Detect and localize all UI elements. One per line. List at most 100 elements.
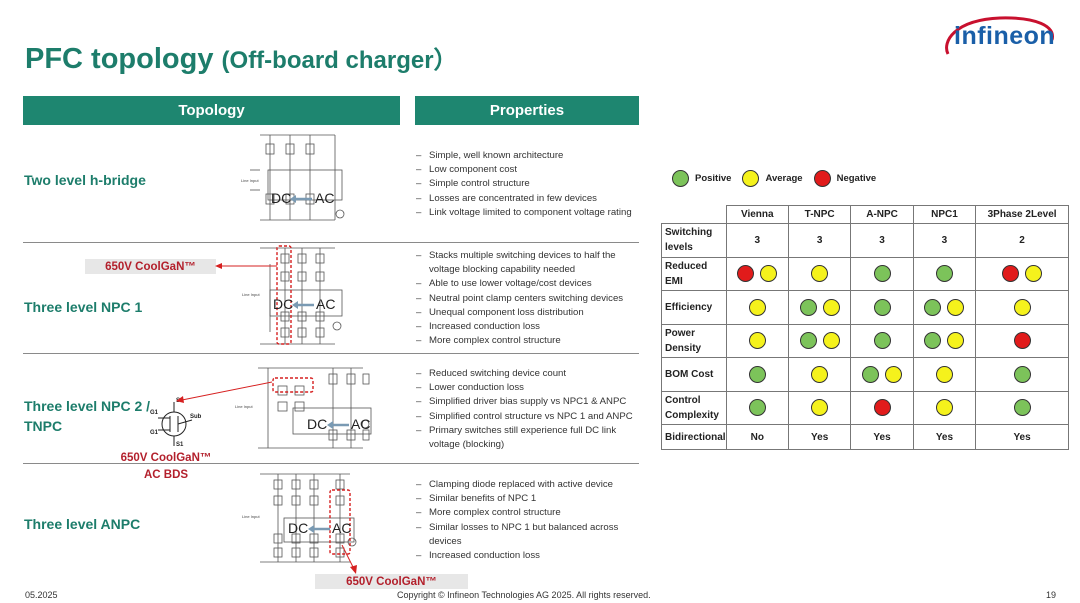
- row-header: Bidirectional: [661, 424, 727, 450]
- yellow-dot-icon: [811, 399, 829, 417]
- row-header: Power Density: [661, 323, 727, 358]
- property-item: Increased conduction loss: [416, 549, 631, 563]
- rating-cell: [912, 256, 977, 291]
- red-arrow-icon: [341, 545, 357, 574]
- column-header: A-NPC: [850, 205, 914, 224]
- rating-cell: [725, 357, 789, 392]
- table-cell: Yes: [975, 424, 1069, 450]
- footer-copyright: Copyright © Infineon Technologies AG 202…: [397, 590, 651, 600]
- property-item: More complex control structure: [416, 334, 628, 348]
- rating-legend: Positive Average Negative: [672, 170, 887, 187]
- property-item: Low component cost: [416, 163, 632, 177]
- bds-g1-label: G1: [150, 430, 159, 436]
- legend-item-positive: Positive: [672, 170, 731, 187]
- ac-label: AC: [315, 190, 335, 206]
- property-item: Reduced switching device count: [416, 367, 638, 381]
- coolgan-label-anpc: 650V CoolGaN™: [315, 574, 468, 589]
- property-item: Simplified driver bias supply vs NPC1 & …: [416, 395, 638, 409]
- property-item: Primary switches still experience full D…: [416, 424, 638, 452]
- table-cell: Yes: [912, 424, 977, 450]
- rating-cell: [975, 357, 1069, 392]
- properties-list-two-level: Simple, well known architecture Low comp…: [416, 149, 632, 220]
- legend-item-average: Average: [742, 170, 803, 187]
- properties-list-npc1: Stacks multiple switching devices to hal…: [416, 249, 628, 349]
- logo-swoosh-icon: [945, 16, 1054, 55]
- table-cell: No: [725, 424, 789, 450]
- footer-date: 05.2025: [25, 590, 58, 600]
- row-header: Efficiency: [661, 290, 727, 325]
- green-dot-icon: [924, 332, 942, 350]
- legend-item-negative: Negative: [813, 170, 876, 187]
- table-cell: Yes: [787, 424, 852, 450]
- row-header: Switching levels: [661, 223, 727, 258]
- rating-cell: [787, 323, 852, 358]
- dc-label: DC: [273, 296, 294, 312]
- table-cell: Yes: [850, 424, 914, 450]
- property-item: Unequal component loss distribution: [416, 306, 628, 320]
- row-divider: [23, 353, 639, 354]
- rating-cell: [912, 290, 977, 325]
- slide-title-sub: (Off-board charger）: [221, 47, 458, 74]
- property-item: Increased conduction loss: [416, 320, 628, 334]
- green-dot-icon: [873, 332, 891, 350]
- ac-label: AC: [316, 296, 336, 312]
- yellow-dot-icon: [1025, 265, 1043, 283]
- svg-text:Line Input: Line Input: [242, 514, 260, 519]
- yellow-dot-icon: [935, 399, 953, 417]
- table-cell: 3: [850, 223, 914, 258]
- ac-label: AC: [332, 520, 352, 536]
- yellow-dot-icon: [748, 298, 766, 316]
- green-dot-icon: [862, 365, 880, 383]
- property-item: Losses are concentrated in few devices: [416, 192, 632, 206]
- red-dot-icon: [873, 399, 891, 417]
- dc-label: DC: [307, 416, 328, 432]
- table-row: Control Complexity: [661, 390, 1069, 425]
- row-divider: [23, 463, 639, 464]
- rating-cell: [850, 256, 914, 291]
- green-dot-icon: [873, 265, 891, 283]
- green-dot-icon: [873, 298, 891, 316]
- coolgan-label-npc1: 650V CoolGaN™: [85, 259, 216, 274]
- green-dot-icon: [799, 332, 817, 350]
- red-dot-icon: [1013, 332, 1031, 350]
- rating-cell: [850, 357, 914, 392]
- column-header: NPC1: [912, 205, 977, 224]
- rating-cell: [787, 357, 852, 392]
- table-row: Reduced EMI: [661, 256, 1069, 291]
- schematic-tnpc: Line Input: [233, 360, 373, 452]
- rating-cell: [725, 290, 789, 325]
- rating-cell: [850, 290, 914, 325]
- red-arrow-icon: [176, 381, 273, 403]
- table-row: Power Density: [661, 323, 1069, 358]
- table-row: BOM Cost: [661, 357, 1069, 392]
- infineon-logo: infineon: [940, 14, 1060, 62]
- dc-label: DC: [271, 190, 292, 206]
- schematic-npc1: Line Input: [240, 244, 352, 348]
- green-dot-icon: [1013, 399, 1031, 417]
- bds-g2-label: G1: [150, 410, 159, 416]
- yellow-dot-icon: [935, 365, 953, 383]
- yellow-dot-icon: [885, 365, 903, 383]
- property-item: Neutral point clamp centers switching de…: [416, 292, 628, 306]
- row-header: Reduced EMI: [661, 256, 727, 291]
- footer-page-number: 19: [1046, 590, 1057, 600]
- coolgan-label-tnpc-line2: AC BDS: [143, 469, 189, 481]
- comparison-table: Vienna T-NPC A-NPC NPC1 3Phase 2Level Sw…: [661, 205, 1069, 450]
- column-header: Vienna: [725, 205, 789, 224]
- coolgan-label-tnpc: 650V CoolGaN™ AC BDS: [108, 450, 224, 484]
- green-dot-icon: [1013, 365, 1031, 383]
- table-cell: 3: [725, 223, 789, 258]
- rating-cell: [787, 390, 852, 425]
- svg-text:Line Input: Line Input: [241, 178, 259, 183]
- property-item: Able to use lower voltage/cost devices: [416, 277, 628, 291]
- rating-cell: [975, 256, 1069, 291]
- svg-text:Line Input: Line Input: [235, 404, 253, 409]
- yellow-dot-icon: [742, 170, 760, 187]
- property-item: Similar benefits of NPC 1: [416, 492, 631, 506]
- table-cell: 3: [912, 223, 977, 258]
- rating-cell: [787, 290, 852, 325]
- rating-cell: [787, 256, 852, 291]
- bds-sub-label: Sub: [190, 414, 202, 420]
